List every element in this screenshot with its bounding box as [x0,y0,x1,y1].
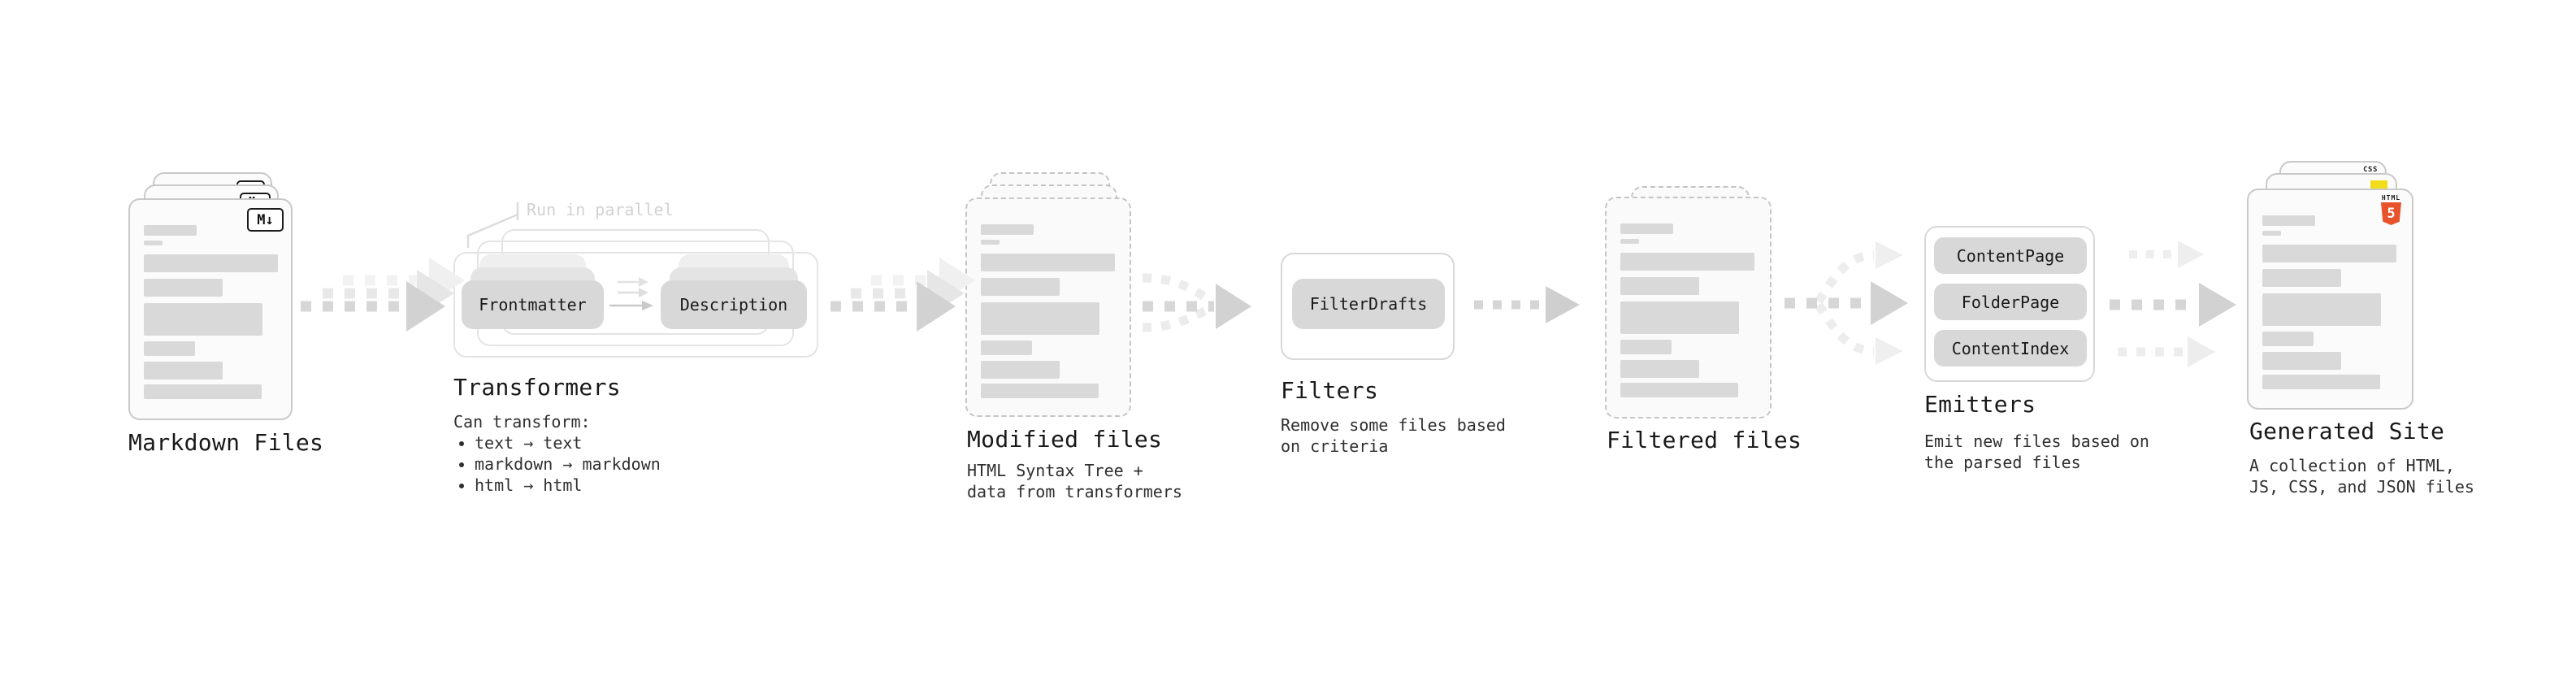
doc-bar [1620,360,1699,378]
filters-label: Filters [1281,377,1379,404]
modified-files-desc-line: HTML Syntax Tree + [967,461,1143,480]
doc-bar [144,362,223,380]
transform-bullet: markdown → markdown [475,453,661,475]
doc-bar [2262,245,2396,262]
markdown-doc-front: M↓ [128,198,293,420]
doc-bar [1620,239,1639,244]
transformers-desc-heading: Can transform: [453,412,591,432]
doc-bar [1620,340,1672,354]
doc-bar [2262,231,2281,236]
doc-bar [2262,352,2341,370]
emitters-label: Emitters [1924,391,2036,418]
folderpage-pill: FolderPage [1934,284,2087,320]
doc-bar [2262,215,2315,226]
filterdrafts-pill: FilterDrafts [1292,279,1445,329]
generated-site-desc-line: JS, CSS, and JSON files [2249,477,2474,497]
doc-bar [144,241,163,245]
arrow-markdown-to-transformers [301,258,465,332]
emitters-desc-line: the parsed files [1924,453,2081,472]
doc-bar [2262,269,2341,287]
doc-bar [144,225,197,236]
doc-bar [981,254,1115,271]
doc-bar [1620,277,1699,295]
transformers-bullet-list: text → text markdown → markdown html → h… [457,432,661,496]
doc-bar [981,278,1060,296]
transform-bullet: text → text [475,432,661,453]
generated-site-label: Generated Site [2249,418,2445,445]
arrow-transformers-to-modified [830,258,975,332]
doc-bar [1620,223,1673,234]
doc-bar [1620,253,1754,271]
doc-bar [1620,383,1738,397]
markdown-files-label: Markdown Files [128,429,324,456]
doc-bar [2262,375,2380,389]
run-in-parallel-note: Run in parallel [527,200,674,219]
filtered-files-label: Filtered files [1607,427,1802,453]
doc-bar [981,224,1034,235]
description-pill: Description [661,280,807,329]
modified-files-label: Modified files [967,426,1163,453]
doc-bar [2262,332,2314,346]
generated-site-desc-line: A collection of HTML, [2249,456,2455,475]
arrow-modified-to-filters [1142,273,1251,332]
javascript-icon [2370,180,2387,189]
contentindex-pill: ContentIndex [1934,330,2087,367]
contentpage-pill: ContentPage [1934,237,2087,274]
doc-content-bars [2262,215,2396,389]
doc-content-bars [1620,223,1754,397]
doc-bar [144,254,278,272]
markdown-icon: M↓ [247,208,284,232]
doc-bar [981,340,1032,355]
doc-bar [981,240,1000,245]
html5-icon: HTML 5 [2381,194,2401,225]
transformers-label: Transformers [453,374,621,401]
arrow-filtered-to-emitters [1785,241,1908,365]
filters-desc-line: Remove some files based [1281,415,1506,435]
modified-files-desc-line: data from transformers [967,482,1182,501]
doc-bar [144,279,223,297]
arrow-emitters-to-site [2110,241,2236,367]
doc-bar [981,384,1099,398]
transformer-box-front [453,252,818,358]
doc-bar [144,341,195,356]
doc-bar [981,361,1060,379]
filters-desc-line: on criteria [1281,436,1389,456]
doc-content-bars [144,225,278,399]
doc-bar [1620,301,1739,334]
doc-bar [144,303,262,336]
doc-bar [2262,293,2381,326]
transform-bullet: html → html [475,475,661,496]
filtered-doc-front [1605,197,1772,419]
modified-doc-front [965,197,1131,417]
site-doc-html: HTML 5 [2247,189,2413,410]
emitters-desc-line: Emit new files based on [1924,432,2149,451]
doc-bar [144,384,262,399]
frontmatter-pill: Frontmatter [462,280,604,329]
arrow-filters-to-filtered [1474,286,1580,323]
doc-content-bars [981,224,1115,398]
doc-bar [981,302,1099,335]
